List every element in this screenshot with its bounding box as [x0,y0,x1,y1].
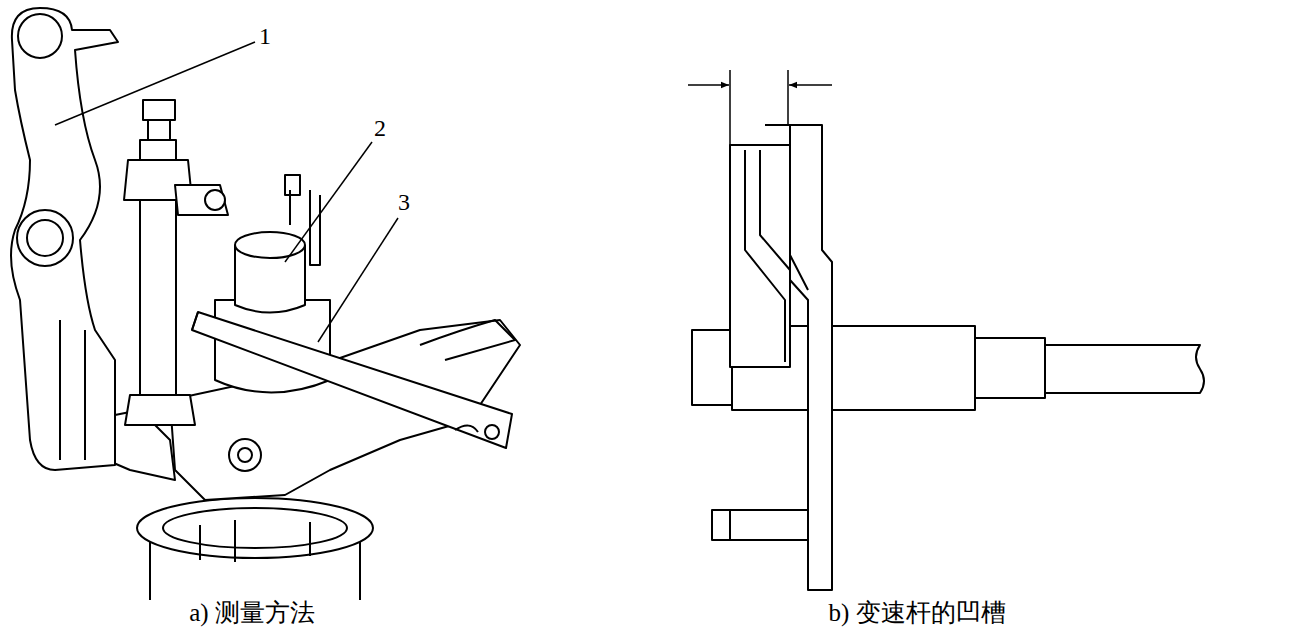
callout-number: 3 [398,190,410,214]
leader-line [55,42,398,342]
groove-figure [692,125,1204,590]
figure-caption: b) 变速杆的凹槽 [828,600,1005,625]
callout-number: 1 [259,24,271,48]
callout-number: 2 [374,116,386,140]
figure-caption: a) 测量方法 [189,600,315,625]
measuring-figure [11,8,520,600]
dimension-line [688,70,832,145]
